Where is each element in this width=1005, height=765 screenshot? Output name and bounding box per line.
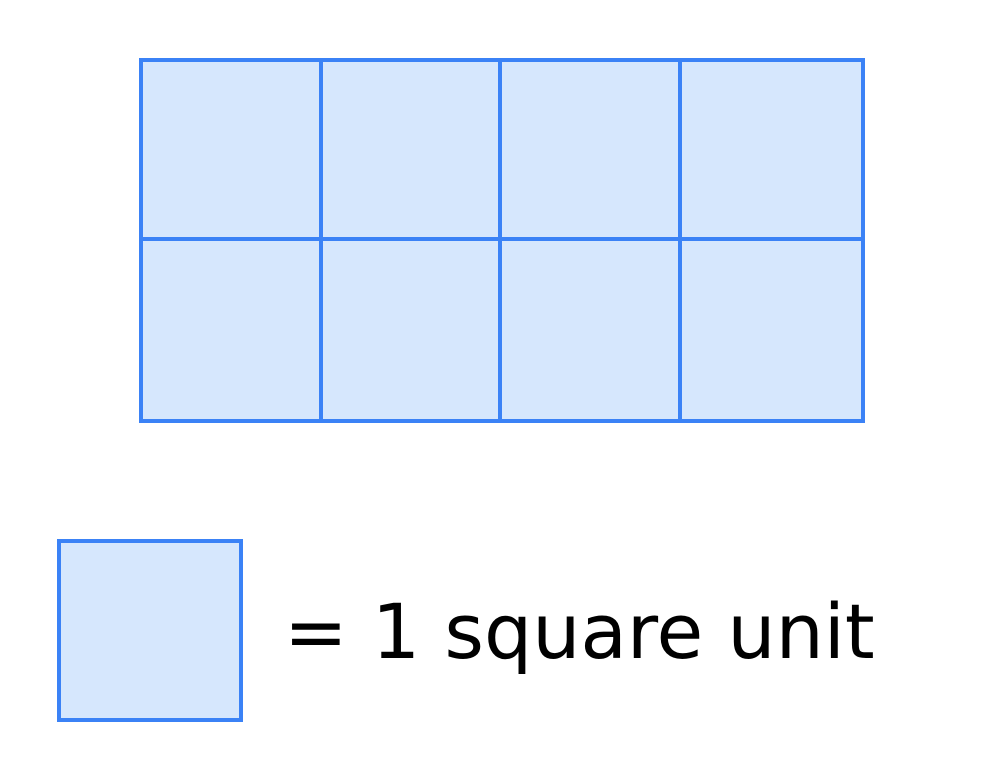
unit-square xyxy=(322,240,502,419)
legend-unit-square xyxy=(57,539,243,722)
unit-square xyxy=(681,240,861,419)
legend-label: = 1 square unit xyxy=(284,587,875,676)
unit-square xyxy=(681,62,861,241)
unit-square xyxy=(143,240,323,419)
unit-square-grid xyxy=(139,58,865,423)
unit-square xyxy=(502,240,682,419)
unit-square xyxy=(322,62,502,241)
unit-square xyxy=(143,62,323,241)
unit-square xyxy=(502,62,682,241)
